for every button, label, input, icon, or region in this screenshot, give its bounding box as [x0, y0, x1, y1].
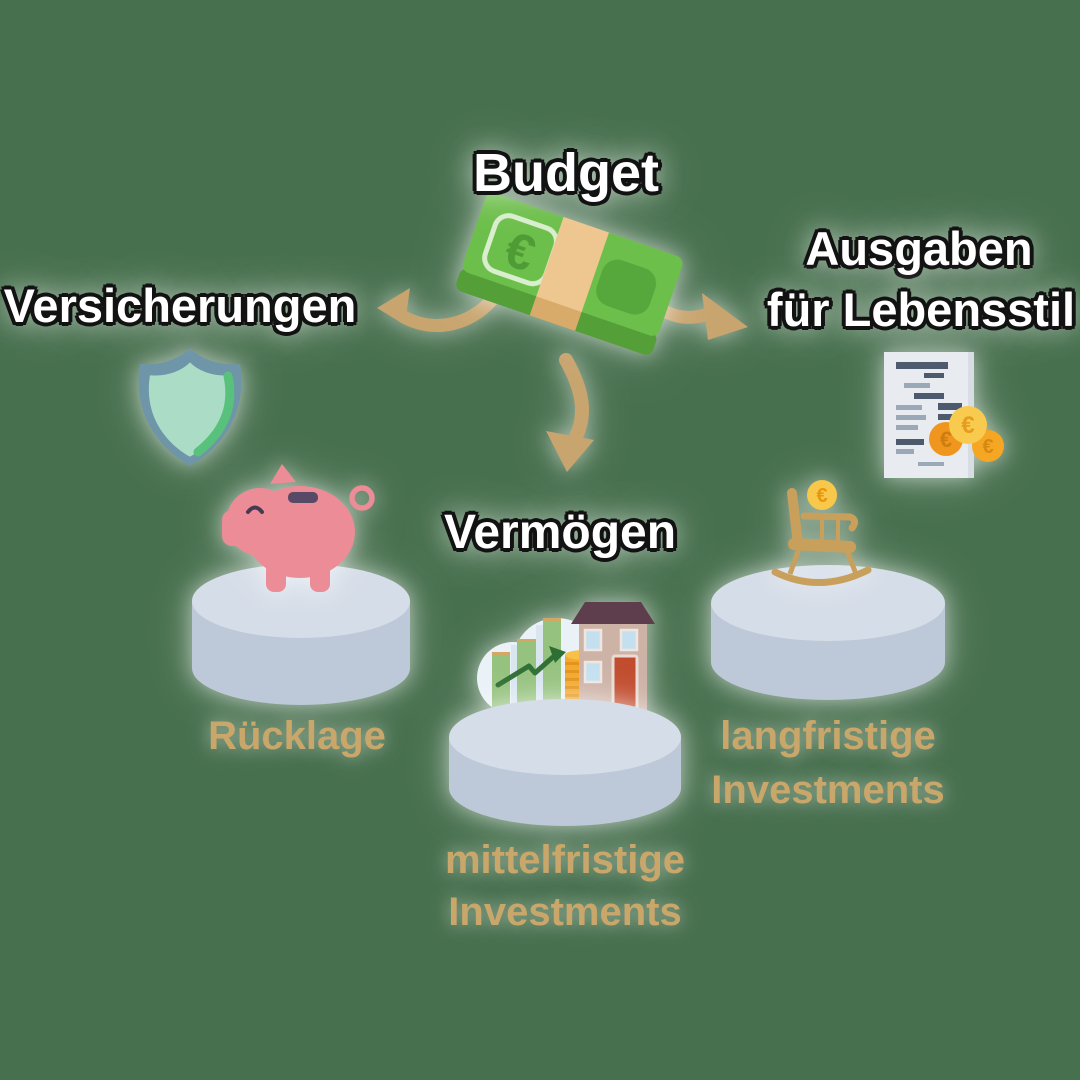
- shield-icon: [138, 348, 242, 466]
- coin-euro-symbol: €: [816, 485, 827, 507]
- receipt-euro-coins-icon: € € €: [884, 352, 1004, 478]
- mittelfristige-label-line2: Investments: [448, 890, 682, 934]
- pedestal-langfristige: [711, 565, 945, 700]
- rocking-chair-euro-coin-icon: €: [771, 480, 872, 586]
- pedestal-ruecklage: [192, 564, 410, 705]
- ausgaben-label-line2: für Lebensstil: [766, 283, 1076, 336]
- budget-title: Budget: [473, 143, 659, 203]
- curved-arrow-left-icon: [377, 288, 499, 332]
- versicherungen-label: Versicherungen: [3, 279, 357, 332]
- vermoegen-label: Vermögen: [443, 506, 677, 559]
- euro-banknote-bundle-icon: €: [456, 193, 683, 355]
- ausgaben-label-line1: Ausgaben: [805, 222, 1033, 275]
- langfristige-label-line2: Investments: [711, 768, 945, 812]
- ruecklage-label: Rücklage: [208, 714, 386, 758]
- coin3-euro-symbol: €: [961, 412, 974, 439]
- langfristige-label-line1: langfristige: [720, 714, 936, 758]
- pedestal-mittelfristige: [449, 699, 681, 826]
- mittelfristige-label-line1: mittelfristige: [444, 838, 686, 882]
- curved-arrow-down-icon: [546, 353, 594, 472]
- coin1-euro-symbol: €: [940, 427, 952, 452]
- piggy-bank-icon: [222, 464, 375, 592]
- bar-chart-coin-stack-house-icon: [477, 602, 655, 718]
- coin2-euro-symbol: €: [982, 436, 993, 458]
